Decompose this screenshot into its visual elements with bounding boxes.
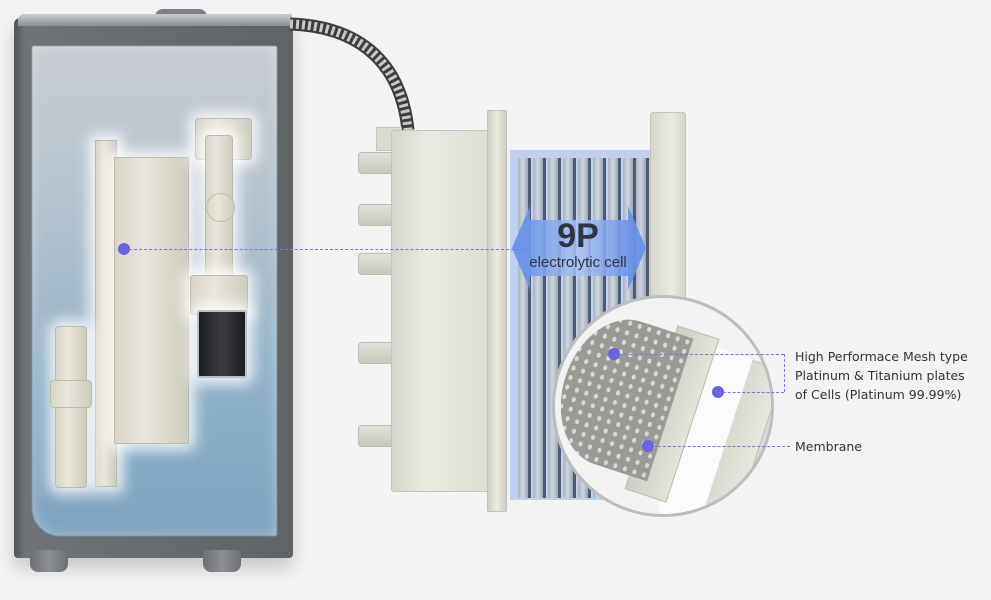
port-nub-5	[358, 425, 394, 447]
callout-label-line: Membrane	[795, 439, 862, 454]
inlet-valve-cap	[50, 380, 92, 408]
callout-dot-housing	[118, 243, 130, 255]
callout-label-line: of Cells (Platinum 99.99%)	[795, 387, 962, 402]
cell-flange	[487, 110, 507, 512]
magnified-cell-detail	[552, 295, 774, 517]
metal-hose-icon	[290, 17, 415, 131]
cell-housing-block	[391, 130, 493, 492]
ball-valve	[206, 193, 235, 222]
callout-label-membrane: Membrane	[795, 437, 862, 456]
callout-line-membrane	[648, 446, 790, 447]
housing-top-edge	[18, 14, 292, 26]
pipe-coupler	[190, 275, 248, 315]
callout-line-mesh	[614, 354, 784, 355]
housing-foot-right	[203, 550, 241, 572]
housing-foot-left	[30, 550, 68, 572]
callout-label-line: Platinum & Titanium plates	[795, 368, 965, 383]
callout-line-titanium	[718, 392, 784, 393]
callout-line-housing	[124, 249, 524, 250]
cell-subtitle: electrolytic cell	[529, 254, 627, 271]
cell-width-arrow	[528, 220, 628, 276]
port-nub-1	[358, 152, 394, 174]
callout-label-line: High Performace Mesh type	[795, 349, 968, 364]
cell-title: 9P	[557, 217, 599, 255]
arrow-right-icon	[628, 206, 646, 290]
arrow-left-icon	[512, 206, 530, 290]
port-nub-3	[358, 253, 394, 275]
housing-top-knob	[155, 9, 207, 17]
electrode-plate	[533, 158, 546, 498]
port-nub-2	[358, 204, 394, 226]
solenoid-valve	[197, 310, 247, 378]
callout-bracket	[784, 354, 785, 392]
port-nub-4	[358, 342, 394, 364]
callout-label-mesh: High Performace Mesh type Platinum & Tit…	[795, 347, 968, 404]
internal-cell-block	[114, 157, 189, 444]
